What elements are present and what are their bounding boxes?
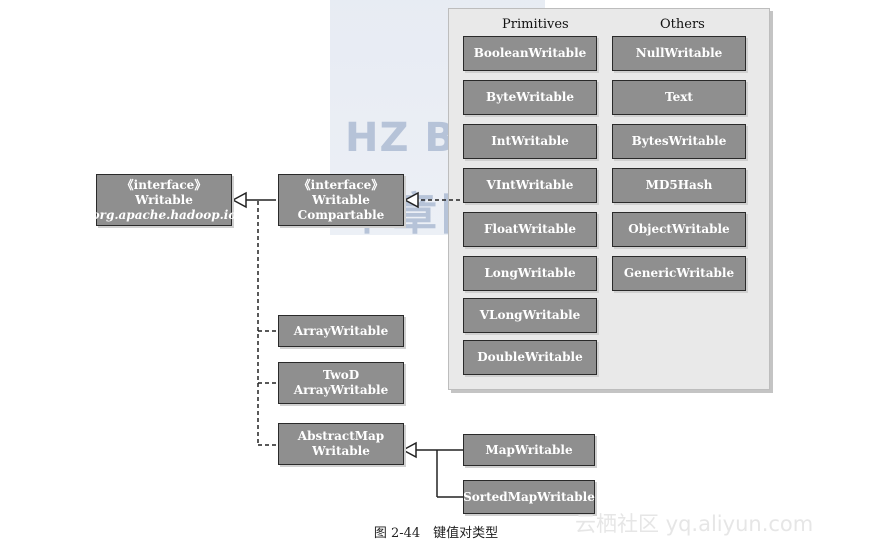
writable-comparable-interface-box: 《interface》 Writable Compartable — [278, 174, 404, 226]
primitive-label: LongWritable — [484, 266, 576, 280]
other-type-box: GenericWritable — [612, 256, 746, 291]
comparable-stereotype: 《interface》 — [298, 177, 384, 192]
writable-stereotype: 《interface》 — [121, 177, 207, 192]
primitive-label: ByteWritable — [485, 90, 574, 104]
primitives-header: Primitives — [502, 17, 569, 32]
other-type-box: Text — [612, 80, 746, 115]
writable-interface-box: 《interface》 Writable org.apache.hadoop.i… — [92, 174, 236, 226]
primitive-label: DoubleWritable — [477, 350, 583, 364]
primitive-box: IntWritable — [463, 124, 597, 159]
primitive-box: VIntWritable — [463, 168, 597, 203]
sorted-map-writable-box: SortedMapWritable — [463, 480, 595, 514]
primitive-box: ByteWritable — [463, 80, 597, 115]
abstract-map-line1: AbstractMap — [297, 429, 385, 443]
primitive-label: BooleanWritable — [473, 46, 587, 60]
other-type-box: BytesWritable — [612, 124, 746, 159]
other-type-label: NullWritable — [635, 46, 723, 60]
primitive-box: BooleanWritable — [463, 36, 597, 71]
primitive-label: VIntWritable — [486, 178, 574, 192]
primitive-label: IntWritable — [491, 134, 569, 148]
array-writable-label: ArrayWritable — [293, 323, 389, 338]
array-writable-box: ArrayWritable — [278, 315, 404, 347]
other-type-box: NullWritable — [612, 36, 746, 71]
primitive-box: VLongWritable — [463, 298, 597, 333]
twod-array-writable-box: TwoD ArrayWritable — [278, 362, 404, 404]
other-type-label: BytesWritable — [631, 134, 727, 148]
other-type-label: Text — [665, 90, 693, 104]
primitive-box: DoubleWritable — [463, 340, 597, 375]
writable-package: org.apache.hadoop.io — [91, 207, 237, 222]
others-header: Others — [660, 17, 705, 32]
comparable-name2: Compartable — [297, 207, 385, 222]
twod-line1: TwoD — [322, 368, 360, 382]
abstract-map-writable-box: AbstractMap Writable — [278, 423, 404, 465]
primitive-label: VLongWritable — [479, 308, 581, 322]
twod-line2: ArrayWritable — [293, 383, 389, 397]
other-type-box: ObjectWritable — [612, 212, 746, 247]
other-type-label: MD5Hash — [645, 178, 713, 192]
other-type-label: GenericWritable — [623, 266, 735, 280]
primitive-box: LongWritable — [463, 256, 597, 291]
primitive-label: FloatWritable — [483, 222, 577, 236]
other-type-label: ObjectWritable — [628, 222, 730, 236]
sorted-map-writable-label: SortedMapWritable — [463, 489, 595, 504]
primitive-box: FloatWritable — [463, 212, 597, 247]
figure-caption: 图 2-44 键值对类型 — [373, 526, 499, 541]
abstract-map-line2: Writable — [312, 444, 370, 458]
map-writable-box: MapWritable — [463, 434, 595, 466]
other-type-box: MD5Hash — [612, 168, 746, 203]
corner-watermark: 云栖社区 yq.aliyun.com — [575, 512, 814, 536]
comparable-name: Writable — [312, 192, 370, 207]
writable-name: Writable — [135, 192, 193, 207]
map-writable-label: MapWritable — [485, 442, 573, 457]
